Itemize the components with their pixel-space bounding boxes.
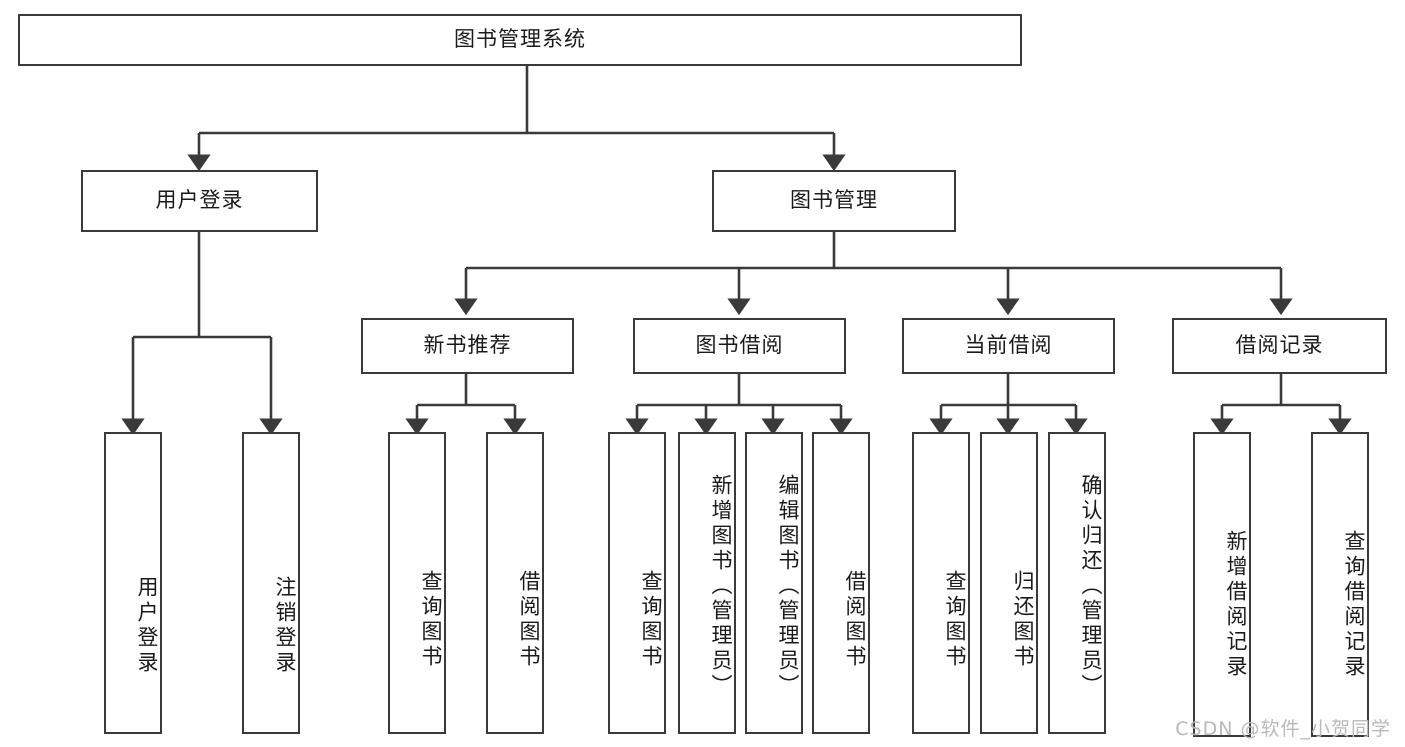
node-new-book-recommend[interactable]: 新书推荐 (361, 318, 574, 374)
node-leaf-edit-book[interactable]: 编辑图书（管理员） (745, 432, 803, 734)
node-leaf-confirm-return-label: 确认归还（管理员） (1079, 473, 1103, 699)
node-leaf-query-book-1-label: 查询图书 (419, 570, 443, 670)
node-root-label: 图书管理系统 (454, 27, 586, 52)
node-leaf-logout[interactable]: 注销登录 (242, 432, 300, 734)
node-leaf-add-record[interactable]: 新增借阅记录 (1193, 432, 1251, 737)
node-leaf-query-book-2-label: 查询图书 (639, 570, 663, 670)
node-book-manage[interactable]: 图书管理 (712, 170, 956, 232)
node-leaf-add-book-label: 新增图书（管理员） (709, 473, 733, 699)
node-leaf-borrow-book-2[interactable]: 借阅图书 (812, 432, 870, 734)
node-leaf-borrow-book-1-label: 借阅图书 (517, 570, 541, 670)
node-leaf-return-book-label: 归还图书 (1011, 570, 1035, 670)
node-leaf-query-book-3-label: 查询图书 (943, 570, 967, 670)
node-leaf-add-book[interactable]: 新增图书（管理员） (678, 432, 736, 734)
node-leaf-query-record[interactable]: 查询借阅记录 (1311, 432, 1369, 737)
node-leaf-query-record-label: 查询借阅记录 (1342, 529, 1366, 680)
node-root[interactable]: 图书管理系统 (18, 14, 1022, 66)
node-user-login[interactable]: 用户登录 (81, 170, 318, 232)
node-current-borrow[interactable]: 当前借阅 (902, 318, 1115, 374)
node-borrow-record[interactable]: 借阅记录 (1172, 318, 1387, 374)
node-leaf-borrow-book-1[interactable]: 借阅图书 (486, 432, 544, 734)
node-book-manage-label: 图书管理 (790, 188, 878, 213)
node-new-book-recommend-label: 新书推荐 (423, 333, 512, 358)
node-leaf-user-login-label: 用户登录 (135, 576, 159, 676)
node-leaf-user-login[interactable]: 用户登录 (104, 432, 162, 734)
node-leaf-query-book-1[interactable]: 查询图书 (388, 432, 446, 734)
node-leaf-query-book-2[interactable]: 查询图书 (608, 432, 666, 734)
node-borrow-record-label: 借阅记录 (1235, 333, 1324, 358)
node-leaf-add-record-label: 新增借阅记录 (1224, 529, 1248, 680)
node-leaf-confirm-return[interactable]: 确认归还（管理员） (1048, 432, 1106, 734)
node-book-borrow[interactable]: 图书借阅 (633, 318, 846, 374)
node-leaf-borrow-book-2-label: 借阅图书 (843, 570, 867, 670)
node-leaf-edit-book-label: 编辑图书（管理员） (776, 473, 800, 699)
node-leaf-query-book-3[interactable]: 查询图书 (912, 432, 970, 734)
node-leaf-return-book[interactable]: 归还图书 (980, 432, 1038, 734)
node-user-login-label: 用户登录 (155, 188, 244, 213)
node-current-borrow-label: 当前借阅 (964, 333, 1053, 358)
node-book-borrow-label: 图书借阅 (695, 333, 784, 358)
node-leaf-logout-label: 注销登录 (273, 576, 297, 676)
